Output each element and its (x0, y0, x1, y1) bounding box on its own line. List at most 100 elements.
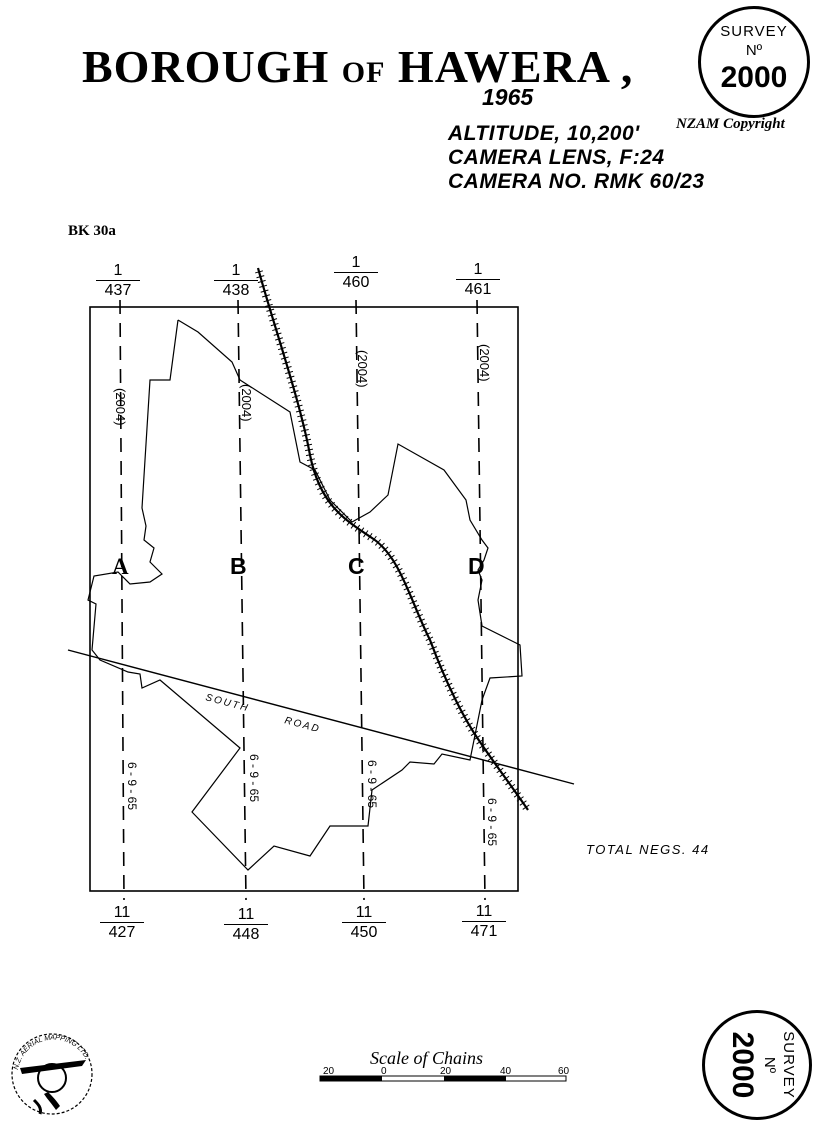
survey-stamp-bottom-word: SURVEY (780, 1031, 797, 1099)
railway-tie (429, 646, 437, 650)
railway-tie (415, 613, 423, 619)
railway-tie (267, 313, 276, 317)
run-a-date: 6 - 9 - 65 (125, 762, 139, 810)
railway-tie (421, 627, 429, 632)
railway-tie (407, 595, 416, 600)
run-d-bottom-label: 11 471 (462, 903, 506, 941)
run-c-letter: C (348, 553, 365, 579)
railway-tie (276, 342, 285, 346)
railway-tie (430, 650, 439, 655)
railway-tie (328, 501, 335, 508)
railway-tie (411, 604, 420, 609)
survey-stamp-bottom-number: 2000 (726, 1031, 759, 1099)
run-a-line (119, 299, 125, 901)
run-c-date: 6 - 9 - 65 (365, 760, 379, 808)
railway-tie (305, 453, 314, 457)
railway-tie (425, 636, 434, 641)
railway-tie (350, 521, 357, 529)
railway-tie (423, 632, 432, 637)
railway-tie (493, 763, 501, 770)
scale-tick-0: 20 (323, 1066, 335, 1077)
railway-tie (516, 796, 524, 802)
run-c-line (355, 299, 365, 901)
railway-tie (290, 390, 299, 394)
railway-tie (282, 361, 291, 365)
railway-tie (314, 481, 323, 486)
railway-tie (409, 600, 418, 605)
railway-tie (322, 494, 330, 500)
run-a-bottom-label: 11 427 (100, 904, 144, 942)
map-year: 1965 (482, 84, 534, 110)
railway-tie (490, 759, 498, 766)
railway-tie (519, 800, 527, 806)
railway-tie (260, 289, 269, 293)
railway-tie (275, 337, 283, 341)
railway-tie (367, 532, 373, 541)
railway-tie (273, 332, 282, 336)
railway-tie (462, 718, 471, 724)
railway-tie (440, 673, 449, 678)
map-title: Borough of Hawera , (82, 40, 633, 93)
run-b-bottom-den: 448 (232, 926, 260, 943)
road-label-road: ROAD (283, 715, 321, 735)
railway-tie (405, 590, 414, 595)
run-d-bottom-num: 11 (462, 903, 506, 922)
railway-tie (442, 678, 451, 683)
railway-tie (324, 498, 333, 504)
railway-tie (312, 476, 321, 481)
railway-tie (295, 409, 304, 413)
run-d-bottom-den: 471 (470, 923, 498, 940)
run-b-bottom-num: 11 (224, 906, 268, 925)
railway-ticks (255, 270, 530, 810)
railway-tie (293, 399, 302, 403)
railway-tie (287, 380, 296, 384)
railway-tie (270, 322, 279, 327)
railway-tie (401, 581, 410, 586)
railway-tie (484, 751, 492, 757)
railway-tie (444, 682, 453, 688)
railway-tie (309, 467, 318, 472)
railway-tie (458, 709, 466, 715)
borough-boundary (87, 319, 523, 871)
railway-tie (453, 700, 461, 706)
run-c-ref: (2004) (355, 350, 370, 388)
railway-tie (473, 735, 481, 741)
railway-tie (432, 655, 441, 660)
run-c-top-label: 1 460 (334, 254, 378, 292)
run-d-top-den: 461 (464, 281, 492, 298)
run-c-top-den: 460 (342, 274, 370, 291)
railway-tie (331, 505, 339, 512)
run-a-top-den: 437 (104, 282, 132, 299)
railway-tie (272, 327, 281, 332)
railway-tie (436, 664, 445, 669)
railway-tie (505, 779, 513, 786)
scale-tick-2: 20 (440, 1066, 452, 1077)
railway-tie (257, 279, 266, 284)
book-reference: BK 30a (68, 223, 116, 239)
railway-tie (419, 623, 427, 628)
railway-tie (286, 375, 295, 379)
railway-tie (438, 669, 447, 674)
railway-tie (279, 351, 288, 355)
railway-tie (381, 546, 389, 553)
railway-tie (460, 713, 468, 719)
railway-tie (468, 726, 476, 732)
railway-tie (261, 294, 270, 298)
survey-stamp-bottom-no: Nº (761, 1056, 778, 1074)
survey-stamp-top: SURVEY Nº 2000 (698, 6, 810, 118)
railway-tie (403, 586, 412, 591)
railway-tie (302, 438, 312, 442)
railway-tie (499, 771, 507, 778)
railway-tie (371, 535, 377, 543)
camera-number-note: CAMERA NO. RMK 60/23 (448, 170, 705, 193)
railway-tie (496, 767, 504, 774)
run-c-bottom-num: 11 (342, 904, 386, 923)
nz-aerial-mapping-logo: N.Z. AERIAL MAPPING LTD. (11, 1033, 93, 1115)
railway-tie (285, 370, 294, 375)
scale-tick-3: 40 (500, 1066, 512, 1077)
run-d-letter: D (468, 553, 485, 579)
railway-tie (294, 404, 303, 408)
run-a-letter: A (112, 554, 129, 579)
run-a-top-num: 1 (96, 262, 140, 281)
railway-tie (510, 788, 519, 794)
